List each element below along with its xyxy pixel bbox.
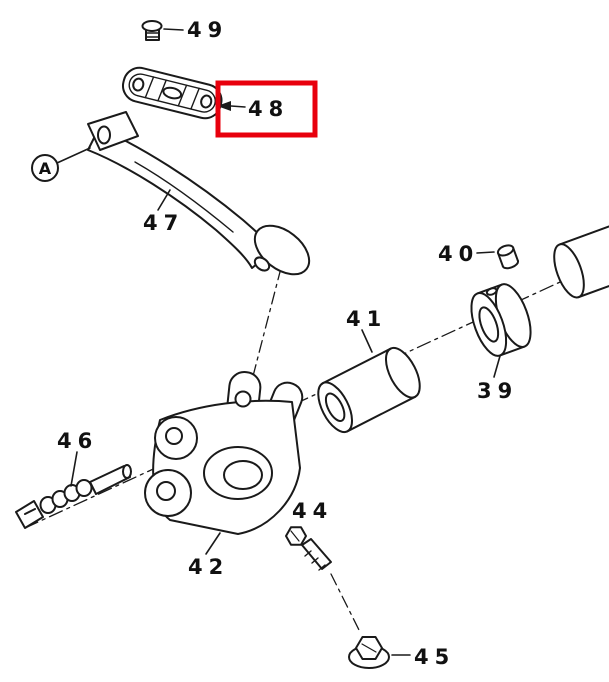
part-45-label: 45 [414,645,455,669]
part-44-label: 44 [292,499,333,523]
bolt-44-45-centerline [330,573,361,633]
part-41-label: 41 [346,307,387,331]
pinch-bolt-part-44 [285,526,332,571]
collar-part-39 [470,283,532,357]
flange-bolt-part-45 [348,636,390,669]
leader-48 [230,105,246,108]
leader-47 [157,189,171,211]
leader-view-a [56,147,91,164]
view-marker-a-label: A [39,159,52,178]
pedal-bolt-part-49 [141,20,163,41]
leader-41 [361,329,373,353]
leader-48-arrowhead [217,101,231,111]
part-47-label: 47 [143,211,184,235]
part-42-label: 42 [188,555,229,579]
part-39-label: 39 [477,379,518,403]
part-49-label: 49 [187,18,228,42]
joint-rod-part-46 [15,464,132,529]
leader-42 [205,532,221,555]
bushing-part-41 [317,346,421,434]
leader-39 [493,355,501,378]
view-marker-a: A [31,154,59,182]
shaft-end-cylinder [553,219,609,299]
leader-40 [476,251,495,254]
part-40-label: 40 [438,242,479,266]
pedal-rubber-part-48 [122,66,223,120]
leader-46 [70,451,78,487]
change-pedal-arm-part-47 [87,111,311,276]
part-46-label: 46 [57,429,98,453]
leader-49 [163,28,184,31]
highlight-box-part-48 [215,80,318,138]
pin-part-40 [496,244,519,270]
lever-to-holder-centerline [251,267,282,381]
part-48-label: 48 [248,97,289,121]
shift-arm-holder-part-42 [144,371,304,535]
